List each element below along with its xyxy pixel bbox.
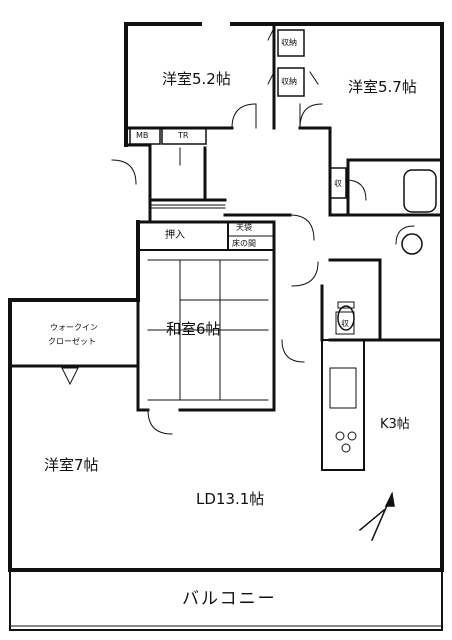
washbasin — [401, 233, 423, 255]
room-label-western-a: 洋室5.2帖 — [162, 70, 231, 88]
walkin-label-line2: クローゼット — [48, 337, 96, 346]
walkin-label-line1: ウォークイン — [50, 323, 98, 332]
wall-kitchen — [321, 339, 365, 471]
room-label-western-c: 洋室7帖 — [44, 456, 99, 474]
closet-label-c: 収 — [334, 179, 342, 188]
walkin-hinge — [61, 367, 79, 386]
room-label-balcony: バルコニー — [182, 589, 277, 609]
room-label-western-b: 洋室5.7帖 — [348, 78, 417, 96]
outer-wall — [8, 22, 444, 572]
bathtub — [403, 169, 437, 213]
sliding-door-marks — [149, 27, 319, 209]
closet-box-b — [277, 67, 305, 97]
north-arrow-icon — [358, 491, 395, 541]
outer-wall-entry — [124, 143, 152, 224]
wall-upper-partition — [124, 22, 332, 217]
closet-label-a: 収納 — [281, 38, 297, 47]
tatami-lines — [147, 259, 269, 401]
wall-corridor — [148, 146, 444, 217]
wall-japanese — [136, 220, 276, 412]
closet-box-d — [335, 311, 355, 335]
closet-label-b: 収納 — [281, 77, 297, 86]
balcony-outline — [9, 569, 443, 631]
stove-3 — [341, 443, 351, 453]
room-label-japanese: 和室6帖 — [166, 320, 221, 338]
tr-label: TR — [178, 131, 189, 140]
tokonoma-label: 床の間 — [232, 239, 256, 248]
room-label-kitchen: K3帖 — [380, 417, 410, 432]
stove-1 — [335, 431, 345, 441]
oshiire-label: 押入 — [165, 230, 185, 241]
closet-box-c — [329, 167, 347, 199]
door-swings — [111, 103, 415, 435]
mb-label: MB — [136, 131, 149, 140]
wall-kitchen-back — [320, 284, 444, 342]
closet-box-a — [277, 29, 305, 57]
tr-box — [161, 127, 207, 145]
stove-2 — [347, 431, 357, 441]
mb-box — [129, 127, 161, 145]
wall-washroom — [328, 258, 382, 342]
toilet-tank — [337, 301, 355, 309]
kitchen-sink — [329, 367, 357, 409]
tenbukuro-label: 天袋 — [236, 223, 252, 232]
wall-walkin — [8, 298, 140, 368]
wall-bath — [346, 158, 444, 217]
room-label-ld: LD13.1帖 — [196, 490, 265, 508]
closet-label-d: 収 — [341, 319, 349, 328]
